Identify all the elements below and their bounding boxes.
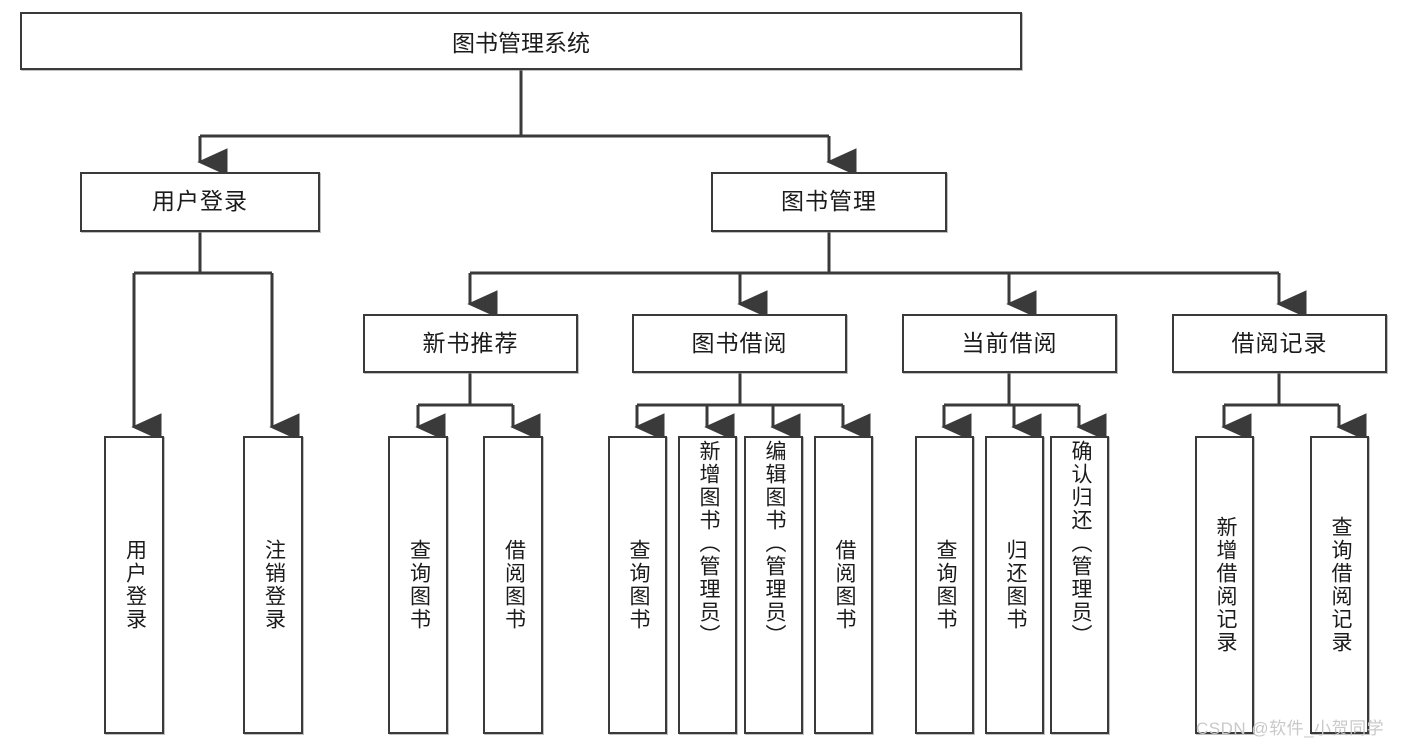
leaf-borrow-lend-book-label: 借阅图书 <box>832 539 856 631</box>
leaf-current-confirm-return-label: 确认归还（管理员） <box>1068 440 1092 647</box>
node-borrow-records[interactable]: 借阅记录 <box>1172 314 1387 373</box>
leaf-records-add-record[interactable]: 新增借阅记录 <box>1195 436 1254 734</box>
node-user-login[interactable]: 用户登录 <box>80 172 320 232</box>
leaf-newbook-borrow-book[interactable]: 借阅图书 <box>483 436 543 734</box>
node-current-borrow[interactable]: 当前借阅 <box>902 314 1117 373</box>
csdn-watermark: CSDN @软件_小贺同学 <box>1196 719 1385 738</box>
node-borrow-records-label: 借阅记录 <box>1231 329 1328 356</box>
leaf-user-logout[interactable]: 注销登录 <box>243 436 303 734</box>
leaf-newbook-query-book[interactable]: 查询图书 <box>388 436 448 734</box>
leaf-borrow-edit-book[interactable]: 编辑图书（管理员） <box>744 436 803 734</box>
leaf-current-return-book[interactable]: 归还图书 <box>985 436 1044 734</box>
node-book-borrow[interactable]: 图书借阅 <box>632 314 847 373</box>
leaf-borrow-edit-book-label: 编辑图书（管理员） <box>762 440 786 647</box>
node-new-book-recommend-label: 新书推荐 <box>422 329 519 356</box>
leaf-borrow-add-book[interactable]: 新增图书（管理员） <box>678 436 737 734</box>
node-root-label: 图书管理系统 <box>452 30 590 56</box>
leaf-borrow-query-book-label: 查询图书 <box>626 539 650 631</box>
node-new-book-recommend[interactable]: 新书推荐 <box>363 314 578 373</box>
leaf-records-query-record[interactable]: 查询借阅记录 <box>1310 436 1369 734</box>
node-user-login-label: 用户登录 <box>152 188 248 215</box>
node-book-management-label: 图书管理 <box>781 188 877 215</box>
leaf-user-login[interactable]: 用户登录 <box>104 436 164 734</box>
node-book-management[interactable]: 图书管理 <box>711 172 947 232</box>
node-current-borrow-label: 当前借阅 <box>961 329 1058 356</box>
node-root[interactable]: 图书管理系统 <box>20 12 1022 70</box>
leaf-records-add-record-label: 新增借阅记录 <box>1213 516 1237 654</box>
leaf-current-confirm-return[interactable]: 确认归还（管理员） <box>1050 436 1109 734</box>
leaf-newbook-query-book-label: 查询图书 <box>407 539 431 631</box>
leaf-user-logout-label: 注销登录 <box>262 539 286 631</box>
leaf-current-query-book-label: 查询图书 <box>933 539 957 631</box>
leaf-current-return-book-label: 归还图书 <box>1003 539 1027 631</box>
leaf-borrow-query-book[interactable]: 查询图书 <box>608 436 667 734</box>
node-book-borrow-label: 图书借阅 <box>691 329 788 356</box>
leaf-newbook-borrow-book-label: 借阅图书 <box>502 539 526 631</box>
leaf-records-query-record-label: 查询借阅记录 <box>1328 516 1352 654</box>
leaf-borrow-add-book-label: 新增图书（管理员） <box>696 440 720 647</box>
leaf-user-login-label: 用户登录 <box>123 539 147 631</box>
leaf-current-query-book[interactable]: 查询图书 <box>915 436 974 734</box>
leaf-borrow-lend-book[interactable]: 借阅图书 <box>814 436 873 734</box>
